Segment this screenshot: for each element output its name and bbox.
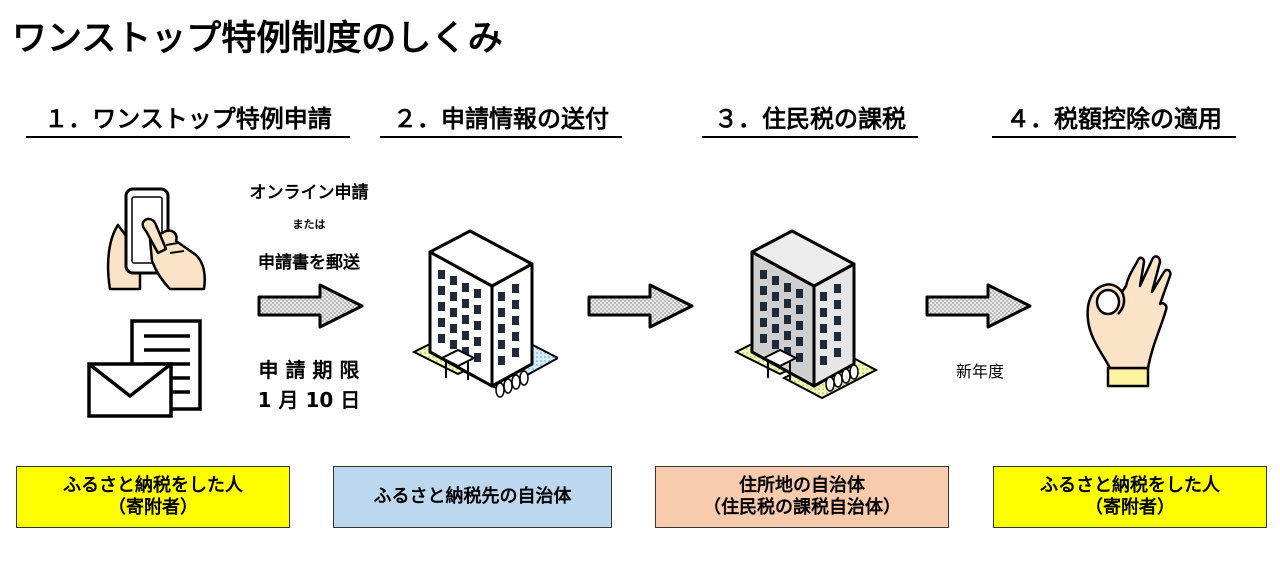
deadline-label: 申 請 期 限 <box>258 358 360 382</box>
step-1-heading: １．ワンストップ特例申請 <box>26 104 350 138</box>
box-donor-final-line2: （寄附者） <box>1085 497 1175 518</box>
step-3-heading: ３．住民税の課税 <box>702 104 918 138</box>
deadline-date: 1 月 10 日 <box>257 388 361 412</box>
box-residence-municipality-line1: 住所地の自治体 <box>739 475 865 496</box>
step-4-heading: ４．税額控除の適用 <box>992 104 1236 138</box>
box-donor-line2: （寄附者） <box>108 497 198 518</box>
box-donor-line1: ふるさと納税をした人 <box>63 475 243 496</box>
box-residence-municipality-line2: （住民税の課税自治体） <box>703 497 901 518</box>
right-arrow-icon <box>925 283 1032 329</box>
box-donation-municipality: ふるさと納税先の自治体 <box>333 466 612 528</box>
right-arrow-icon <box>257 283 364 329</box>
box-donor-final-line1: ふるさと納税をした人 <box>1040 475 1220 496</box>
office-building-icon <box>411 229 558 398</box>
or-note: または <box>292 218 326 231</box>
online-application-note: オンライン申請 <box>249 183 369 203</box>
right-arrow-icon <box>587 283 694 329</box>
box-donation-municipality-line1: ふるさと納税先の自治体 <box>373 486 572 507</box>
box-donor-final: ふるさと納税をした人 （寄附者） <box>993 466 1267 528</box>
mail-application-note: 申請書を郵送 <box>258 253 360 273</box>
ok-hand-icon <box>1086 255 1172 388</box>
envelope-document-icon <box>87 319 202 418</box>
new-fiscal-year-note: 新年度 <box>955 362 1004 381</box>
page-title: ワンストップ特例制度のしくみ <box>12 19 503 59</box>
smartphone-hand-icon <box>106 187 206 291</box>
step-2-heading: ２．申請情報の送付 <box>380 104 622 138</box>
box-donor: ふるさと納税をした人 （寄附者） <box>16 466 290 528</box>
office-building-icon <box>733 229 879 400</box>
box-residence-municipality: 住所地の自治体 （住民税の課税自治体） <box>655 466 949 528</box>
